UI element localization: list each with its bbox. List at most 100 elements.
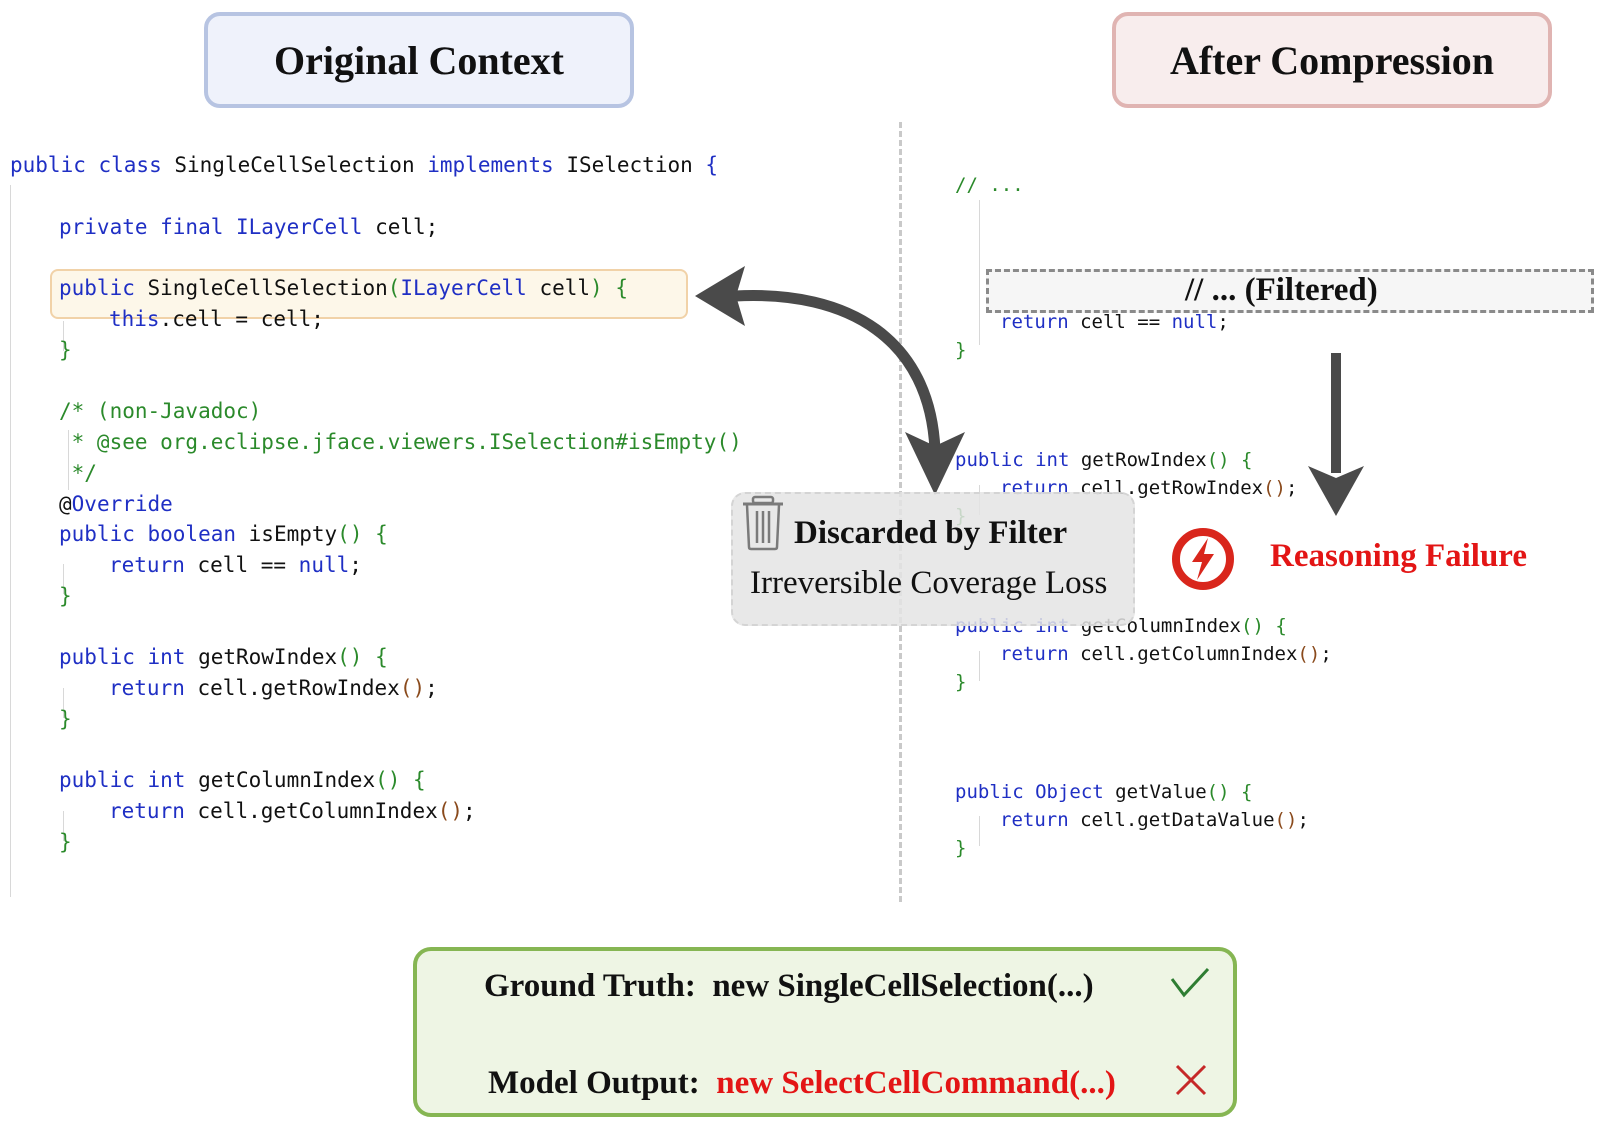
code-line-comment-1: /* (non-Javadoc) (59, 396, 261, 427)
indent-guide (63, 688, 64, 718)
cross-icon (1175, 1064, 1207, 1096)
filtered-region-box (986, 269, 1594, 313)
code-line-getrow-close: } (59, 704, 72, 735)
model-output-label: Model Output: (488, 1065, 700, 1101)
code-token: () { (1241, 615, 1287, 637)
code-token: SingleCellSelection (147, 276, 388, 300)
indent-guide (979, 816, 980, 846)
filtered-label: // ... (Filtered) (1185, 272, 1378, 308)
code-line-isempty-close: } (59, 581, 72, 612)
indent-guide (63, 321, 64, 351)
code-line-isempty-body: return cell == null; (109, 550, 362, 581)
straight-arrow-shaft (1331, 353, 1341, 473)
curved-double-arrow (734, 290, 941, 451)
code-token: () (1263, 477, 1286, 499)
code-token: cell == (197, 553, 299, 577)
code-line-getcol-close: } (59, 827, 72, 858)
code-token: Override (71, 492, 173, 516)
code-line-return-null: return cell == null; (1000, 307, 1229, 338)
after-compression-header: After Compression (1112, 12, 1552, 108)
arrow-head-left (695, 266, 745, 326)
code-token: ; (463, 799, 476, 823)
discarded-title: Discarded by Filter (794, 515, 1068, 551)
indent-guide (63, 811, 64, 841)
code-token: getRowIndex (198, 645, 338, 669)
code-line-getvalue-close: } (955, 833, 966, 864)
code-line-isempty-decl: public boolean isEmpty() { (59, 519, 388, 550)
code-line-getcol-body: return cell.getColumnIndex(); (1000, 639, 1332, 670)
code-token: () { (1206, 449, 1253, 471)
code-token: .cell = cell; (159, 307, 324, 331)
constructor-highlight (50, 269, 688, 319)
code-line-ctor-decl: public SingleCellSelection(ILayerCell ce… (59, 273, 628, 304)
code-token: cell.getRowIndex (197, 676, 400, 700)
code-token: SingleCellSelection (174, 153, 428, 177)
code-line-ellipsis-comment: // ... (955, 170, 1024, 201)
lightning-icon (1172, 528, 1234, 590)
code-token: cell (539, 276, 591, 300)
code-line-getrow-body: return cell.getRowIndex(); (109, 673, 438, 704)
code-token: private final ILayerCell (59, 215, 376, 239)
code-token: () (399, 676, 426, 700)
code-line-close-1: } (955, 335, 966, 366)
code-token: ; (1320, 643, 1332, 665)
arrow-head-down (905, 432, 965, 495)
code-token: } (955, 339, 967, 361)
ground-truth-label: Ground Truth: (484, 968, 696, 1004)
code-token: () (437, 799, 464, 823)
code-token: */ (59, 461, 97, 485)
code-token: } (59, 338, 72, 362)
indent-guide (979, 651, 980, 681)
code-token: public int (59, 645, 199, 669)
code-token: getColumnIndex (198, 768, 376, 792)
code-line-getvalue-body: return cell.getDataValue(); (1000, 805, 1309, 836)
code-token: () { (1206, 781, 1253, 803)
code-token: ISelection (566, 153, 706, 177)
code-token: ILayerCell (400, 276, 540, 300)
code-token: () (1274, 809, 1298, 831)
reasoning-failure-label: Reasoning Failure (1270, 538, 1527, 574)
model-output-value: new SelectCellCommand(...) (716, 1065, 1116, 1101)
indent-guide (979, 200, 980, 345)
code-line-getvalue-decl: public Object getValue() { (955, 777, 1252, 808)
original-context-title: Original Context (274, 37, 564, 83)
code-token: public int (955, 449, 1081, 471)
code-token: null (1171, 311, 1218, 333)
result-comparison-box (413, 947, 1237, 1117)
code-line-class-decl: public class SingleCellSelection impleme… (10, 150, 718, 181)
trash-icon (743, 495, 783, 551)
after-compression-title: After Compression (1169, 37, 1495, 83)
code-token: ; (425, 676, 438, 700)
original-context-header: Original Context (204, 12, 634, 108)
code-line-comment-2: * @see org.eclipse.jface.viewers.ISelect… (59, 427, 742, 458)
discarded-subtitle: Irreversible Coverage Loss (750, 565, 1108, 601)
code-token: () { (337, 645, 388, 669)
code-token: public class (10, 153, 175, 177)
code-token: isEmpty (248, 522, 338, 546)
code-token: } (955, 837, 967, 859)
code-token: ; (1297, 809, 1309, 831)
discarded-callout (731, 492, 1135, 626)
code-token: { (705, 153, 719, 177)
code-token: ; (1286, 477, 1298, 499)
code-token: public (59, 276, 148, 300)
code-token: () { (337, 522, 388, 546)
indent-guide (63, 564, 64, 594)
code-token: } (59, 830, 72, 854)
original-code-block: public class SingleCellSelection impleme… (0, 0, 900, 900)
code-line-ctor-body: this.cell = cell; (109, 304, 324, 335)
code-token: cell.getColumnIndex (1080, 643, 1298, 665)
indent-guide (68, 430, 69, 490)
code-token: cell.getColumnIndex (197, 799, 438, 823)
code-line-getrow-decl: public int getRowIndex() { (955, 445, 1252, 476)
code-line-getrow-decl: public int getRowIndex() { (59, 642, 388, 673)
code-token: ; (1217, 311, 1229, 333)
code-token: /* (non-Javadoc) (59, 399, 262, 423)
code-token: } (955, 671, 967, 693)
code-token: ) { (590, 276, 628, 300)
code-line-getcol-decl: public int getColumnIndex() { (59, 765, 426, 796)
code-token: public int (59, 768, 199, 792)
code-token: this (109, 307, 160, 331)
code-token: return (109, 676, 198, 700)
